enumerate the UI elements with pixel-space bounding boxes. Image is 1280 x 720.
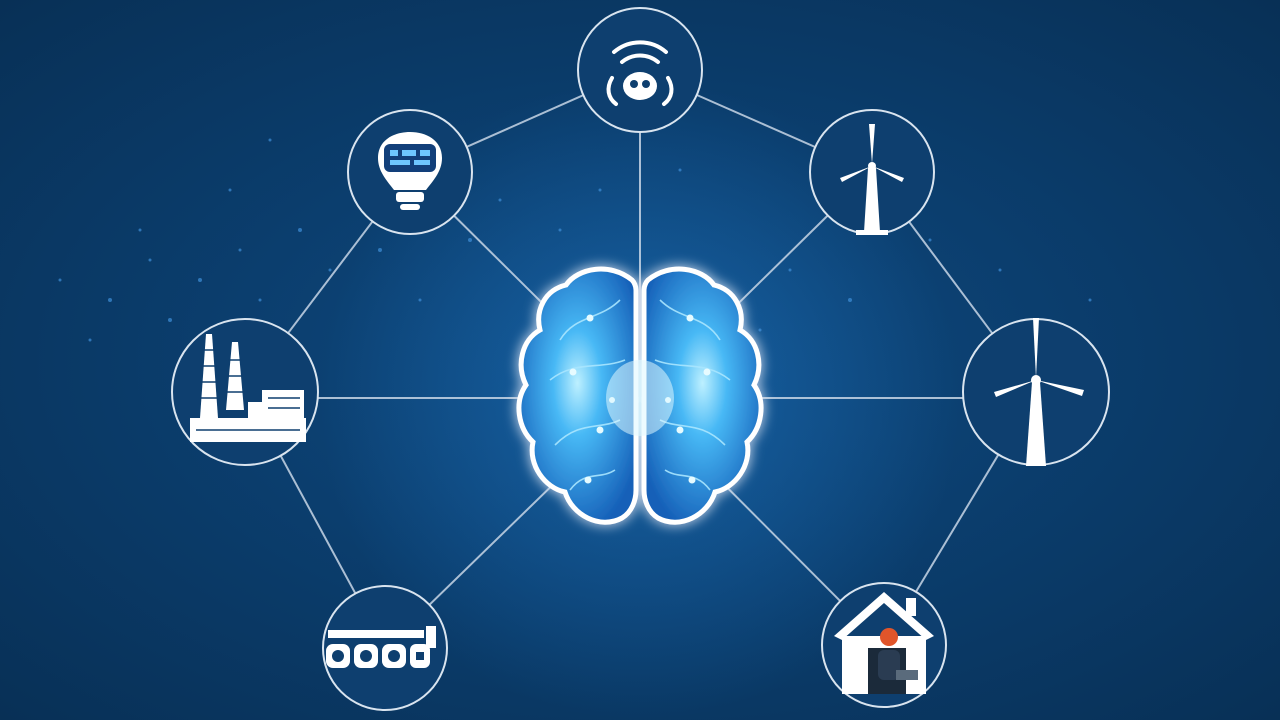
node-power-plant[interactable]	[171, 318, 319, 466]
smart-bulb-icon	[378, 132, 442, 210]
battery-bank-icon	[326, 626, 436, 668]
brain-icon	[516, 266, 764, 525]
wind-turbine-icon	[994, 318, 1084, 466]
node-wind-turbine-top[interactable]	[809, 109, 935, 235]
node-smart-bulb[interactable]	[347, 109, 473, 235]
smart-home-icon	[834, 592, 934, 694]
node-wind-turbine-right[interactable]	[962, 318, 1110, 466]
brain-right-hemisphere	[641, 266, 764, 525]
node-smart-home[interactable]	[821, 582, 947, 708]
wireless-sensor-icon	[606, 40, 674, 106]
brain-left-hemisphere	[516, 266, 639, 525]
wind-turbine-icon	[840, 124, 904, 235]
node-wireless-sensor[interactable]	[577, 7, 703, 133]
node-batteries[interactable]	[322, 585, 448, 711]
